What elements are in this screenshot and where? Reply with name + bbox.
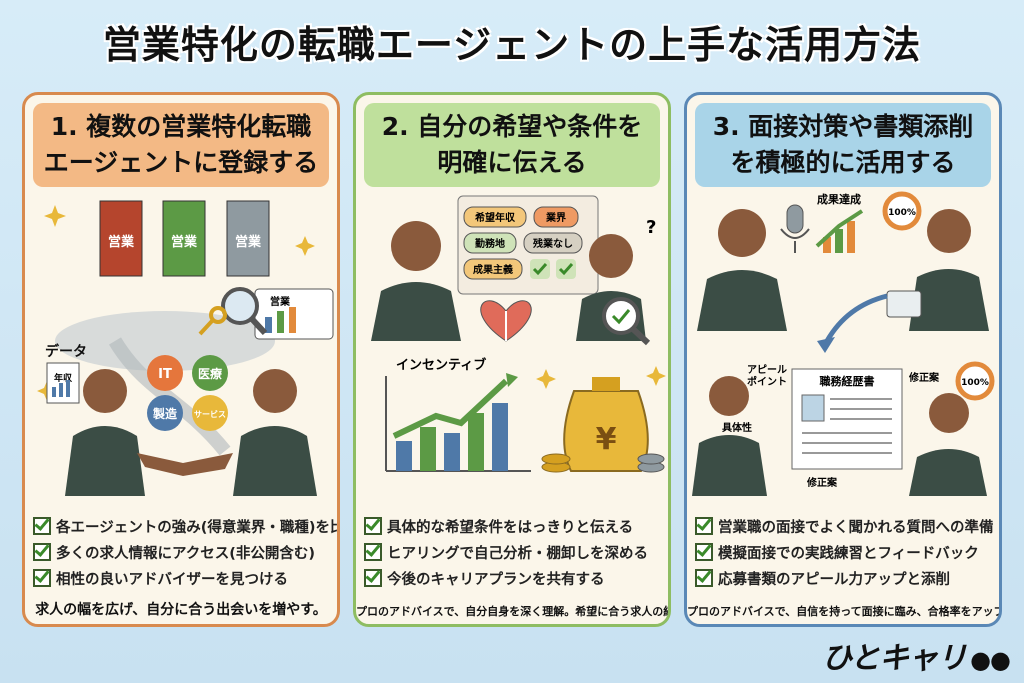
person-right xyxy=(233,369,317,496)
check-item: 具体的な希望条件をはっきりと伝える xyxy=(364,513,664,539)
panel-communicate-wishes: 2. 自分の希望や条件を 明確に伝える 希望年収 業界 勤務地 残業なし 成果主… xyxy=(353,92,671,627)
puzzle-heart-icon xyxy=(480,300,532,342)
door-icon: 営業 xyxy=(99,200,143,277)
check-item: 模擬面接での実践練習とフィードバック xyxy=(695,539,995,565)
bubble-label: IT xyxy=(158,367,172,382)
panel-1-checklist: 各エージェントの強み(得意業界・職種)を比較 多くの求人情報にアクセス(非公開含… xyxy=(33,513,337,591)
advisor-woman xyxy=(909,393,987,496)
door-label: 営業 xyxy=(235,234,262,250)
data-screen-icon: 営業 xyxy=(254,288,334,340)
percent-label: 100% xyxy=(888,208,916,218)
check-item: 応募書類のアピール力アップと添削 xyxy=(695,565,995,591)
growth-chart xyxy=(815,209,864,253)
panel-2-illustration: 希望年収 業界 勤務地 残業なし 成果主義 ? xyxy=(371,195,666,473)
brand-logo: ひとキャリ●● xyxy=(822,641,1011,676)
panel-1-heading: 1. 複数の営業特化転職 エージェントに登録する xyxy=(33,103,329,187)
interviewer-man xyxy=(697,209,787,331)
progress-ring-icon: 100% xyxy=(955,361,995,401)
check-item: 多くの求人情報にアクセス(非公開含む) xyxy=(33,539,333,565)
bubble-label: サービス xyxy=(194,409,226,419)
tag-label: 希望年収 xyxy=(474,211,516,224)
door-icon: 営業 xyxy=(162,200,206,277)
question-mark: ? xyxy=(646,217,656,238)
person-woman xyxy=(371,221,461,341)
screen-label: 営業 xyxy=(270,295,291,308)
yen-sign: ¥ xyxy=(596,422,617,457)
bubble-label: 医療 xyxy=(198,366,222,381)
tag-label: 勤務地 xyxy=(475,237,505,250)
money-bag-icon: ¥ xyxy=(563,377,649,472)
document-icon: 年収 xyxy=(46,362,80,404)
panel-2-checklist: 具体的な希望条件をはっきりと伝える ヒアリングで自己分析・棚卸しを深める 今後の… xyxy=(364,513,664,591)
door-label: 営業 xyxy=(108,234,135,250)
resume-document: 職務経歴書 xyxy=(791,368,903,470)
panel-3-heading: 3. 面接対策や書類添削 を積極的に活用する xyxy=(695,103,991,187)
fix-label: 修正案 xyxy=(908,371,940,384)
page-title: 営業特化の転職エージェントの上手な活用方法 xyxy=(102,23,922,67)
microphone-icon xyxy=(780,204,810,253)
resume-title: 職務経歴書 xyxy=(820,374,875,388)
checkbox-icon xyxy=(33,569,51,587)
checkbox-icon xyxy=(695,569,713,587)
percent-label: 100% xyxy=(961,378,989,388)
checkbox-icon xyxy=(33,517,51,535)
tag-label: 業界 xyxy=(545,211,566,224)
panel-3-illustration: 成果達成 100% xyxy=(692,191,995,496)
door-icon: 営業 xyxy=(226,200,270,277)
doc-label: 年収 xyxy=(54,372,73,384)
growth-label: 成果達成 xyxy=(817,192,861,206)
check-item: 営業職の面接でよく聞かれる質問への準備 xyxy=(695,513,995,539)
conditions-window: 希望年収 業界 勤務地 残業なし 成果主義 xyxy=(457,195,599,295)
checkbox-icon xyxy=(695,543,713,561)
check-item: 各エージェントの強み(得意業界・職種)を比較 xyxy=(33,513,337,539)
check-item: 今後のキャリアプランを共有する xyxy=(364,565,664,591)
sparkle-icon xyxy=(536,366,666,389)
panel-2-summary: プロのアドバイスで、自分自身を深く理解。希望に合う求人の紹介を増やす。 xyxy=(356,605,668,618)
checkbox-icon xyxy=(33,543,51,561)
industry-bubbles: IT 医療 製造 サービス xyxy=(147,355,228,431)
coins-icon xyxy=(541,453,665,473)
panel-register-agents: 1. 複数の営業特化転職 エージェントに登録する 営業 営業 営業 xyxy=(22,92,340,627)
key-icon xyxy=(198,306,227,336)
checkbox-icon xyxy=(364,517,382,535)
concrete-label: 具体性 xyxy=(721,421,752,434)
data-label: データ xyxy=(45,343,87,360)
incentive-chart xyxy=(385,373,531,472)
tag-label: 残業なし xyxy=(533,237,573,250)
check-item: 相性の良いアドバイザーを見つける xyxy=(33,565,333,591)
fix-label-bottom: 修正案 xyxy=(806,476,838,489)
panel-1-illustration: 営業 営業 営業 営業 xyxy=(37,200,334,496)
panel-3-summary: プロのアドバイスで、自信を持って面接に臨み、合格率をアップ。 xyxy=(687,605,1002,618)
checkbox-icon xyxy=(695,517,713,535)
panel-2-heading: 2. 自分の希望や条件を 明確に伝える xyxy=(364,103,660,187)
candidate-man xyxy=(692,376,767,496)
panel-interview-prep: 3. 面接対策や書類添削 を積極的に活用する 成果達成 100% xyxy=(684,92,1002,627)
people-icon: ●● xyxy=(970,646,1011,674)
appeal-label: アピールポイント xyxy=(747,364,787,388)
progress-ring-icon: 100% xyxy=(882,191,922,231)
handshake-icon xyxy=(137,453,233,476)
magnifier-icon xyxy=(221,287,268,336)
check-item: ヒアリングで自己分析・棚卸しを深める xyxy=(364,539,664,565)
panel-1-summary: 求人の幅を広げ、自分に合う出会いを増やす。 xyxy=(35,602,327,618)
person-left xyxy=(65,369,145,496)
checkbox-icon xyxy=(364,569,382,587)
door-label: 営業 xyxy=(171,234,198,250)
checkbox-icon xyxy=(364,543,382,561)
panel-3-checklist: 営業職の面接でよく聞かれる質問への準備 模擬面接での実践練習とフィードバック 応… xyxy=(695,513,995,591)
chart-label: インセンティブ xyxy=(396,357,486,373)
magnifier-check-icon xyxy=(602,297,651,346)
interviewer-woman xyxy=(886,209,989,331)
tag-label: 成果主義 xyxy=(473,263,513,276)
bubble-label: 製造 xyxy=(152,406,178,421)
